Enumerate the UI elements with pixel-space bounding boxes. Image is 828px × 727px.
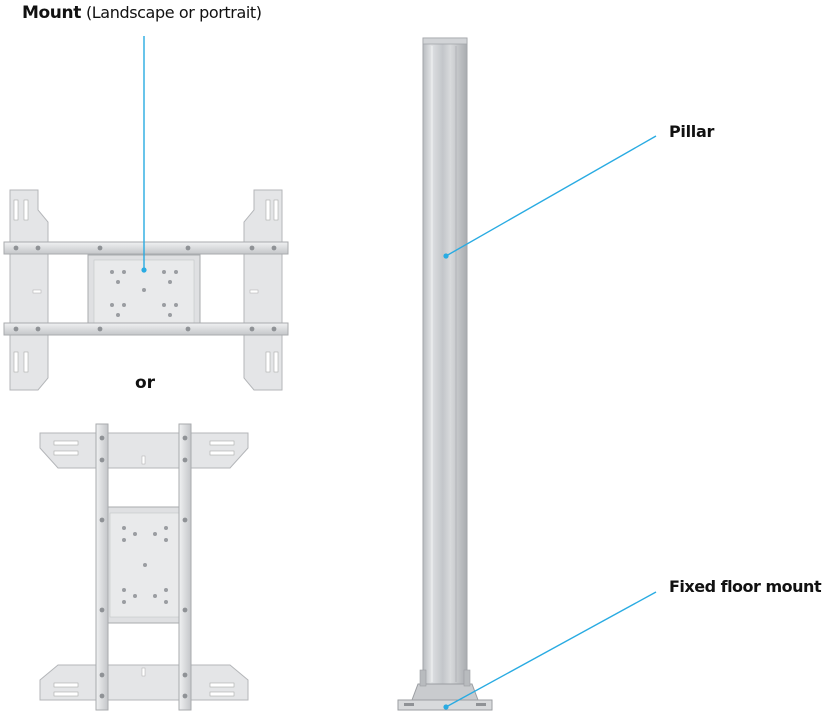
bottom-bracket (39, 664, 249, 701)
floor-mount-label: Fixed floor mount (669, 577, 822, 596)
mount-label-bold: Mount (22, 3, 81, 23)
portrait-center-plate (104, 506, 186, 624)
floor-callout-dot (443, 704, 449, 710)
top-bracket (39, 432, 249, 469)
portrait-rails (95, 423, 192, 711)
mount-label: Mount (Landscape or portrait) (22, 3, 262, 23)
portrait-mount (39, 423, 249, 711)
pillar-label: Pillar (669, 122, 715, 141)
mount-callout-dot (141, 267, 147, 273)
or-label: or (135, 373, 156, 393)
callout-lines (141, 36, 657, 710)
mount-label-sub: (Landscape or portrait) (85, 3, 262, 22)
right-side-bracket (243, 189, 283, 391)
landscape-rails (3, 241, 289, 336)
floor-callout-line (445, 591, 657, 708)
landscape-mount (3, 189, 289, 391)
pillar-callout-line (445, 135, 657, 257)
pillar-callout-dot (443, 253, 449, 259)
left-side-bracket (9, 189, 49, 391)
pillar (422, 37, 468, 685)
